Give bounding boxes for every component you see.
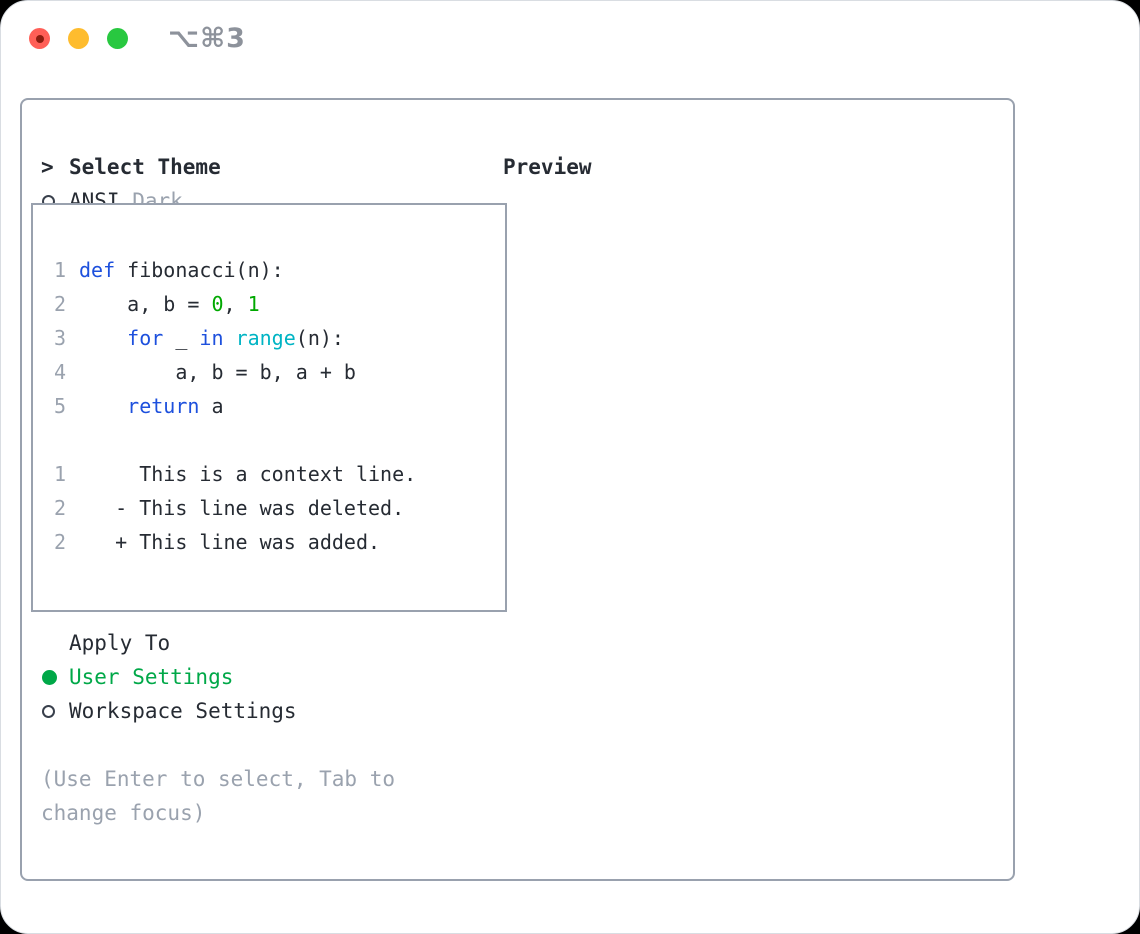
focus-caret: >: [41, 155, 54, 179]
line-number: 2: [53, 292, 66, 316]
radio-unselected-icon[interactable]: [41, 704, 69, 718]
spacer: [41, 728, 493, 762]
radio-selected-icon[interactable]: [41, 669, 69, 685]
code-line: 3 for _ in range(n):: [51, 321, 505, 355]
code-token-plain: ,: [223, 292, 248, 316]
option-label: User Settings: [69, 665, 233, 689]
code-token-plain: _: [163, 326, 200, 350]
code-token-plain: (n):: [295, 326, 344, 350]
line-number: 2: [53, 530, 66, 554]
select-theme-title: Select Theme: [69, 155, 221, 179]
minimize-button[interactable]: [68, 28, 89, 49]
line-number: 1: [53, 462, 66, 486]
line-number: 2: [53, 496, 66, 520]
apply-option-label: Workspace Settings: [69, 699, 297, 723]
code-line: 1 def fibonacci(n):: [51, 253, 505, 287]
line-number: 5: [53, 394, 66, 418]
code-token-kw: return: [127, 394, 200, 418]
radio-dot: [42, 704, 55, 718]
code-token-num: 1: [247, 292, 260, 316]
code-line: 4 a, b = b, a + b: [51, 355, 505, 389]
code-line: 5 return a: [51, 389, 505, 423]
spacer: [51, 423, 505, 457]
code-token-plain: [224, 326, 236, 350]
code-text: for _ in range(n):: [79, 326, 344, 350]
apply-option-user-settings[interactable]: User Settings: [41, 660, 493, 694]
help-text: (Use Enter to select, Tab to change focu…: [41, 767, 396, 825]
code-token-plain: fibonacci(n):: [115, 258, 284, 282]
diff-line-add: 2 + This line was added.: [51, 525, 505, 559]
diff-line-del: 2 - This line was deleted.: [51, 491, 505, 525]
diff-preview: 1 This is a context line.2 - This line w…: [51, 457, 505, 559]
option-label: Workspace Settings: [69, 699, 297, 723]
code-token-kw: def: [79, 258, 116, 282]
code-token-plain: [79, 326, 127, 350]
window-title: ⌥⌘3: [168, 23, 246, 54]
code-text: def fibonacci(n):: [79, 258, 284, 282]
code-text: return a: [79, 394, 224, 418]
code-token-plain: a, b =: [79, 292, 212, 316]
close-button[interactable]: [29, 28, 50, 49]
apply-option-label: User Settings: [69, 665, 234, 689]
zoom-button[interactable]: [107, 28, 128, 49]
code-token-plain: [79, 394, 127, 418]
preview-section: Preview: [503, 150, 998, 184]
code-token-kw: in: [199, 326, 224, 350]
code-token-plain: a, b = b, a + b: [79, 360, 356, 384]
diff-line-context: 1 This is a context line.: [51, 457, 505, 491]
code-token-num: 0: [211, 292, 224, 316]
diff-text: - This line was deleted.: [79, 496, 405, 520]
select-theme-header: > Select Theme: [41, 150, 493, 184]
preview-title: Preview: [503, 155, 592, 179]
diff-text: This is a context line.: [79, 462, 417, 486]
code-token-builtin: range: [235, 326, 296, 350]
main-panel: > Select Theme ANSI DarkAtom One DarkAyu…: [20, 98, 1015, 881]
radio-dot: [42, 669, 57, 685]
apply-to-title: Apply To: [69, 631, 171, 655]
line-number: 3: [53, 326, 66, 350]
apply-option-workspace-settings[interactable]: Workspace Settings: [41, 694, 493, 728]
line-number: 1: [53, 258, 66, 282]
code-token-kw: for: [127, 326, 164, 350]
code-text: a, b = 0, 1: [79, 292, 260, 316]
title-bar: ⌥⌘3: [1, 1, 1139, 73]
line-number: 4: [53, 360, 66, 384]
code-line: 2 a, b = 0, 1: [51, 287, 505, 321]
code-text: a, b = b, a + b: [79, 360, 356, 384]
diff-text: + This line was added.: [79, 530, 381, 554]
apply-to-header: Apply To: [41, 626, 493, 660]
code-token-plain: a: [199, 394, 224, 418]
